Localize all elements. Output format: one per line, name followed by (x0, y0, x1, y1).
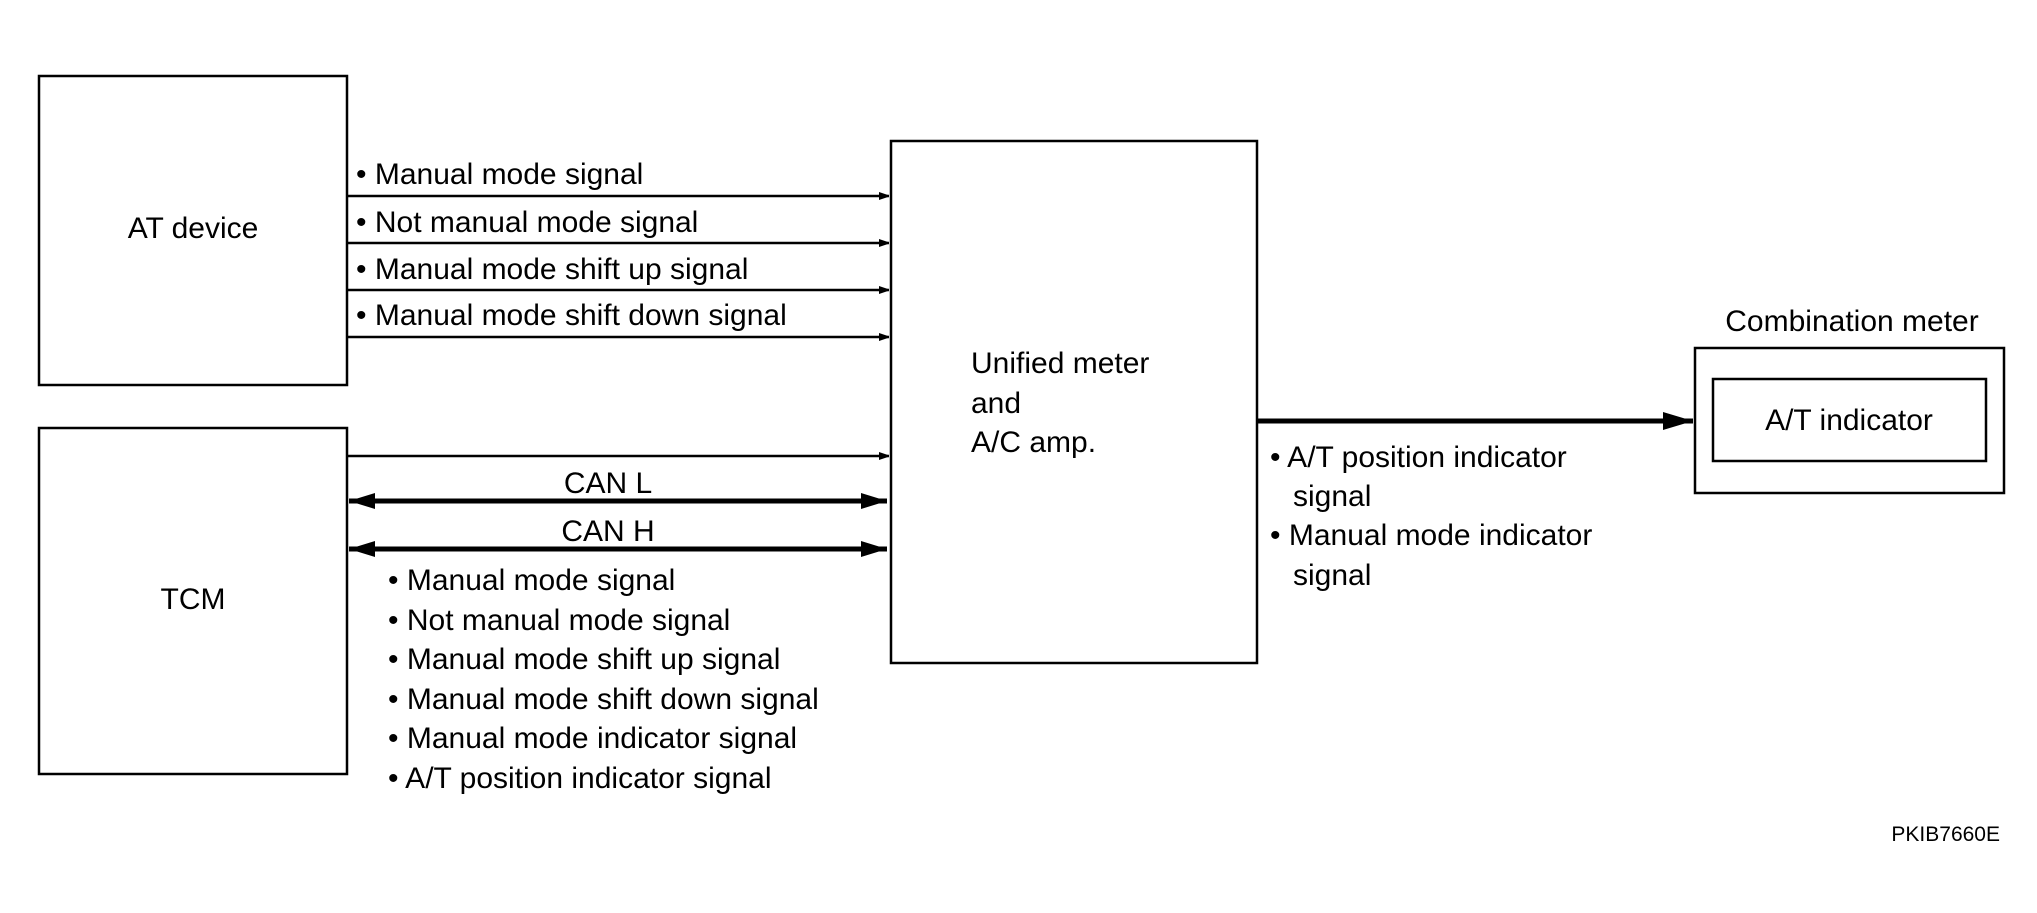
unified-meter-label-line-3: A/C amp. (971, 426, 1096, 459)
can-l-label: CAN L (564, 467, 652, 500)
combination-meter-block: Combination meter A/T indicator (1693, 305, 2006, 495)
output-signal-label: • A/T position indicator (1270, 441, 1567, 474)
figure-code: PKIB7660E (1891, 823, 2000, 846)
at-signal-label: • Manual mode shift down signal (356, 299, 787, 332)
at-device-block: AT device (37, 74, 349, 387)
tcm-connection-lines: CAN L CAN H (347, 456, 889, 557)
tcm-signal-label: • Manual mode shift up signal (388, 643, 780, 676)
tcm-signal-label: • A/T position indicator signal (388, 762, 772, 795)
output-signal-label: • Manual mode indicator (1270, 519, 1592, 552)
output-signal-label: signal (1293, 480, 1371, 513)
tcm-signal-label: • Manual mode indicator signal (388, 722, 797, 755)
at-device-signal-labels: • Manual mode signal • Not manual mode s… (356, 158, 787, 332)
tcm-label: TCM (161, 583, 226, 616)
output-signal-label: signal (1293, 559, 1371, 592)
at-signal-label: • Not manual mode signal (356, 206, 698, 239)
at-signal-label: • Manual mode signal (356, 158, 643, 191)
at-indicator-label: A/T indicator (1765, 404, 1933, 437)
tcm-signal-label: • Manual mode shift down signal (388, 683, 819, 716)
can-h-label: CAN H (561, 515, 654, 548)
tcm-block: TCM (37, 426, 349, 776)
combination-meter-label: Combination meter (1725, 305, 1978, 338)
tcm-signal-labels: • Manual mode signal • Not manual mode s… (388, 564, 819, 795)
at-device-label: AT device (128, 212, 259, 245)
unified-meter-label-line-2: and (971, 387, 1021, 420)
at-signal-label: • Manual mode shift up signal (356, 253, 748, 286)
output-connection: • A/T position indicator signal • Manual… (1257, 412, 1693, 592)
tcm-signal-label: • Manual mode signal (388, 564, 675, 597)
tcm-signal-label: • Not manual mode signal (388, 604, 730, 637)
at-device-signal-lines (347, 196, 889, 337)
unified-meter-block: Unified meter and A/C amp. (889, 139, 1259, 665)
unified-meter-label-line-1: Unified meter (971, 347, 1149, 380)
